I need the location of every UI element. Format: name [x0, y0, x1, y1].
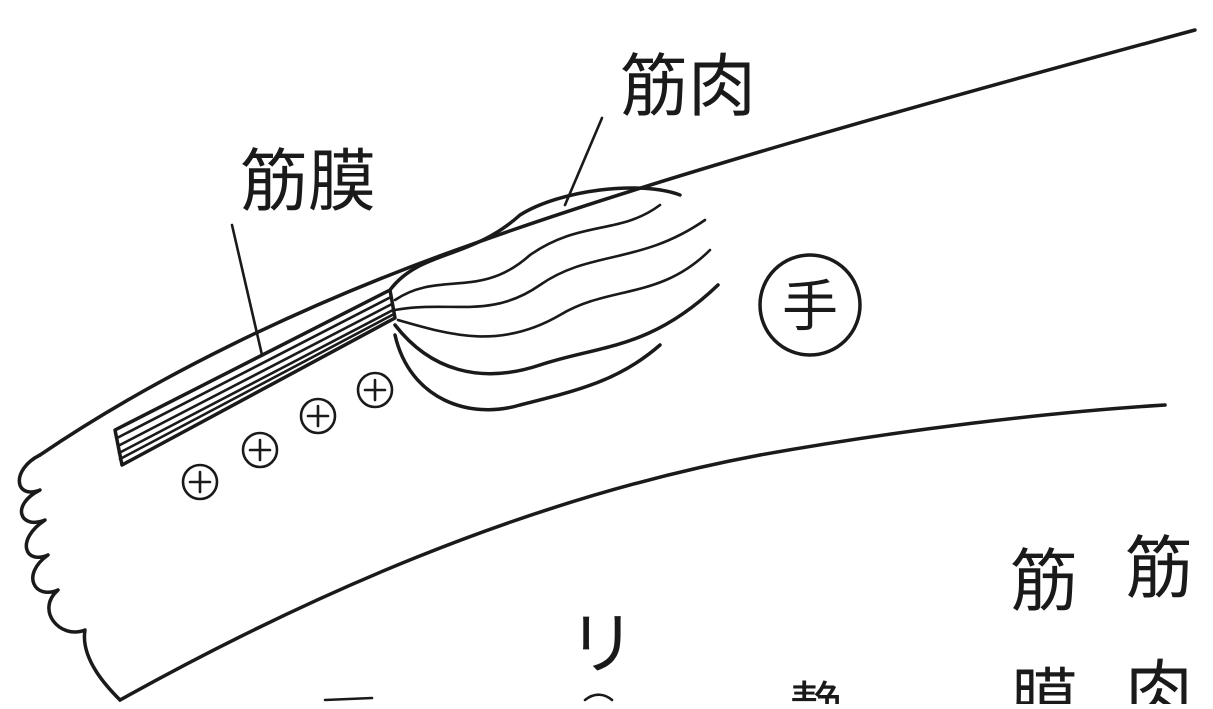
- particle-4: [356, 371, 394, 409]
- arm-upper-outline: [38, 28, 1197, 457]
- bottom-col2-top: 筋: [1125, 530, 1193, 609]
- fascia-particles: [181, 371, 394, 501]
- fascia-leader-line: [230, 223, 264, 357]
- bottom-col2-bottom: 肉: [1125, 654, 1193, 704]
- fascia-label: 筋膜: [240, 143, 376, 222]
- bottom-ri-char: リ: [568, 606, 636, 685]
- bottom-fragment-left: [323, 696, 374, 702]
- arm-left-wavy-edge: [17, 453, 122, 702]
- muscle-leader-line: [563, 116, 604, 207]
- particle-3: [299, 397, 337, 435]
- particle-2: [241, 431, 279, 469]
- hand-label: 手: [782, 275, 838, 340]
- arm-lower-outline: [118, 403, 1167, 702]
- bottom-static-char: 静: [790, 676, 844, 704]
- bottom-col1-top: 筋: [1010, 543, 1078, 622]
- muscle-label: 筋肉: [620, 48, 756, 127]
- hand-circle: [758, 253, 862, 357]
- bottom-fragment-mid: [583, 693, 614, 702]
- fascia-band: [113, 288, 397, 467]
- particle-1: [181, 463, 219, 501]
- bottom-col1-bottom: 膜: [1010, 662, 1078, 704]
- muscle-bundle: [388, 186, 720, 412]
